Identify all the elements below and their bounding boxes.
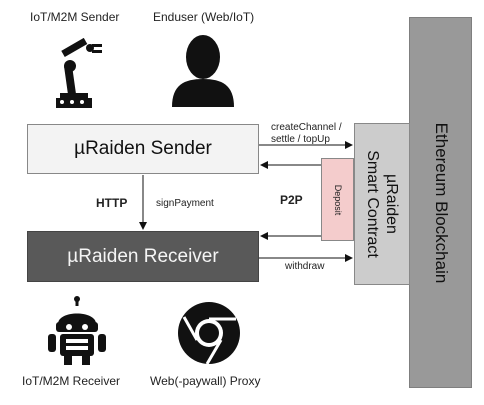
smart-contract-line1: µRaiden <box>383 174 400 234</box>
deposit-box: Deposit <box>321 158 354 241</box>
smart-contract-box: µRaiden Smart Contract <box>354 123 410 285</box>
ethereum-blockchain-label: Ethereum Blockchain <box>431 122 451 283</box>
sender-box: µRaiden Sender <box>27 124 259 174</box>
deposit-label: Deposit <box>332 184 343 215</box>
robot-icon <box>48 296 106 365</box>
iot-receiver-label: IoT/M2M Receiver <box>22 374 121 388</box>
receiver-box: µRaiden Receiver <box>27 231 259 282</box>
enduser-label: Enduser (Web/IoT) <box>153 10 255 24</box>
person-icon <box>172 35 234 107</box>
proxy-label: Web(-paywall) Proxy <box>150 374 261 388</box>
smart-contract-label: µRaiden Smart Contract <box>363 150 401 258</box>
create-channel-label: createChannel / <box>271 122 342 133</box>
settle-topup-label: settle / topUp <box>271 134 330 145</box>
p2p-label: P2P <box>280 193 303 207</box>
http-label: HTTP <box>96 196 128 210</box>
sign-payment-label: signPayment <box>156 198 214 209</box>
chrome-icon <box>178 302 240 365</box>
robot-arm-icon <box>56 38 102 108</box>
ethereum-blockchain: Ethereum Blockchain <box>409 17 472 388</box>
smart-contract-line2: Smart Contract <box>364 150 381 258</box>
withdraw-label: withdraw <box>285 261 325 272</box>
iot-sender-label: IoT/M2M Sender <box>30 10 120 24</box>
